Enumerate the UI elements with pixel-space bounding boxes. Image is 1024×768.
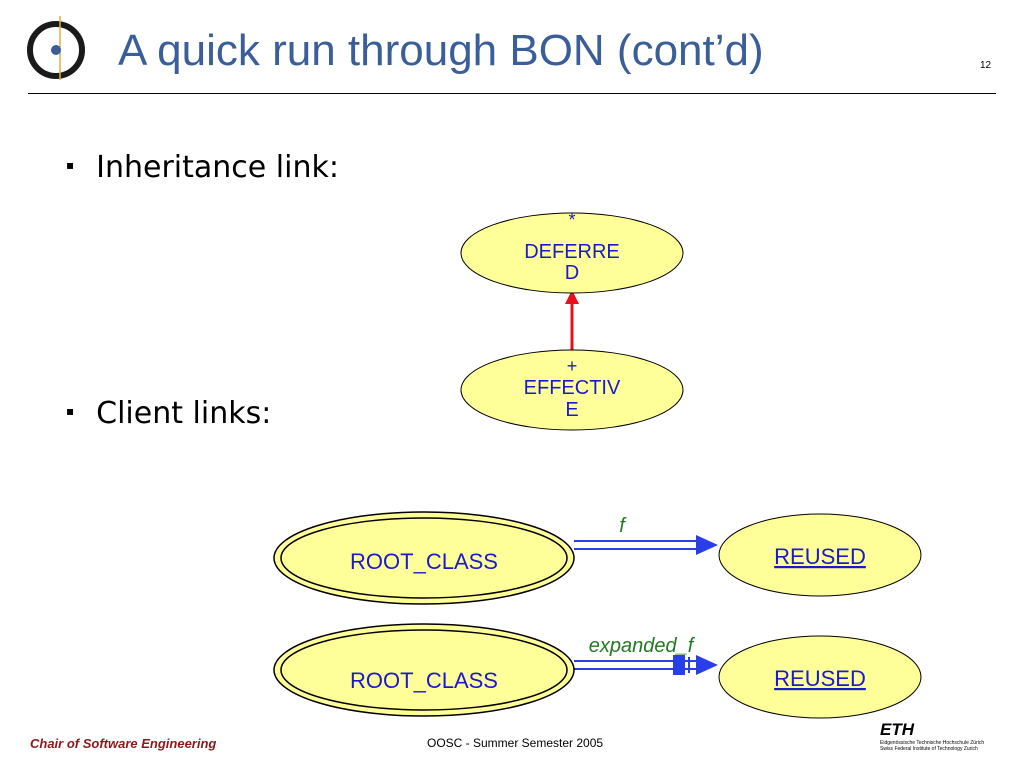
effective-class-bubble: + EFFECTIV E [460, 349, 684, 431]
client-link-2: expanded_f [574, 635, 718, 675]
client-link-1: f [574, 515, 718, 555]
reused-class-bubble-1: REUSED [718, 513, 922, 597]
bullet-inheritance: ▪ Inheritance link: [66, 150, 339, 185]
inheritance-arrow [565, 290, 579, 350]
root-class-bubble-2: ROOT_CLASS [273, 623, 575, 717]
footer-course: OOSC - Summer Semester 2005 [427, 736, 604, 750]
eth-line-1: Eidgenössische Technische Hochschule Zür… [880, 740, 985, 746]
deferred-class-bubble: * DEFERRE D [460, 210, 684, 294]
effective-name-line1: EFFECTIV [524, 377, 621, 399]
effective-marker: + [567, 356, 578, 376]
chair-logo [27, 16, 85, 80]
deferred-marker: * [568, 210, 575, 230]
page-number: 12 [980, 60, 992, 71]
reused-class-1-name: REUSED [774, 544, 866, 569]
reused-class-bubble-2: REUSED [718, 635, 922, 719]
client-link-2-label: expanded_f [589, 635, 696, 657]
deferred-name-line1: DEFERRE [524, 241, 620, 263]
reused-class-2-name: REUSED [774, 666, 866, 691]
eth-logo-text: ETH [880, 720, 914, 739]
bullet-client-text: Client links: [96, 396, 272, 431]
bullet-marker-icon: ▪ [66, 403, 75, 418]
footer-chair: Chair of Software Engineering [30, 736, 217, 751]
bullet-client: ▪ Client links: [66, 396, 271, 431]
effective-name-line2: E [565, 399, 578, 421]
eth-logo: ETH Eidgenössische Technische Hochschule… [880, 720, 984, 752]
slide-title: A quick run through BON (cont’d) [118, 26, 764, 75]
title-divider [28, 93, 996, 94]
root-class-1-name: ROOT_CLASS [350, 549, 498, 574]
root-class-2-name: ROOT_CLASS [350, 668, 498, 693]
root-class-bubble-1: ROOT_CLASS [273, 511, 575, 605]
deferred-name-line2: D [565, 262, 579, 284]
eth-line-2: Swiss Federal Institute of Technology Zu… [880, 746, 978, 752]
bullet-inheritance-text: Inheritance link: [96, 150, 339, 185]
client-link-1-label: f [619, 515, 627, 537]
bullet-marker-icon: ▪ [66, 157, 75, 172]
